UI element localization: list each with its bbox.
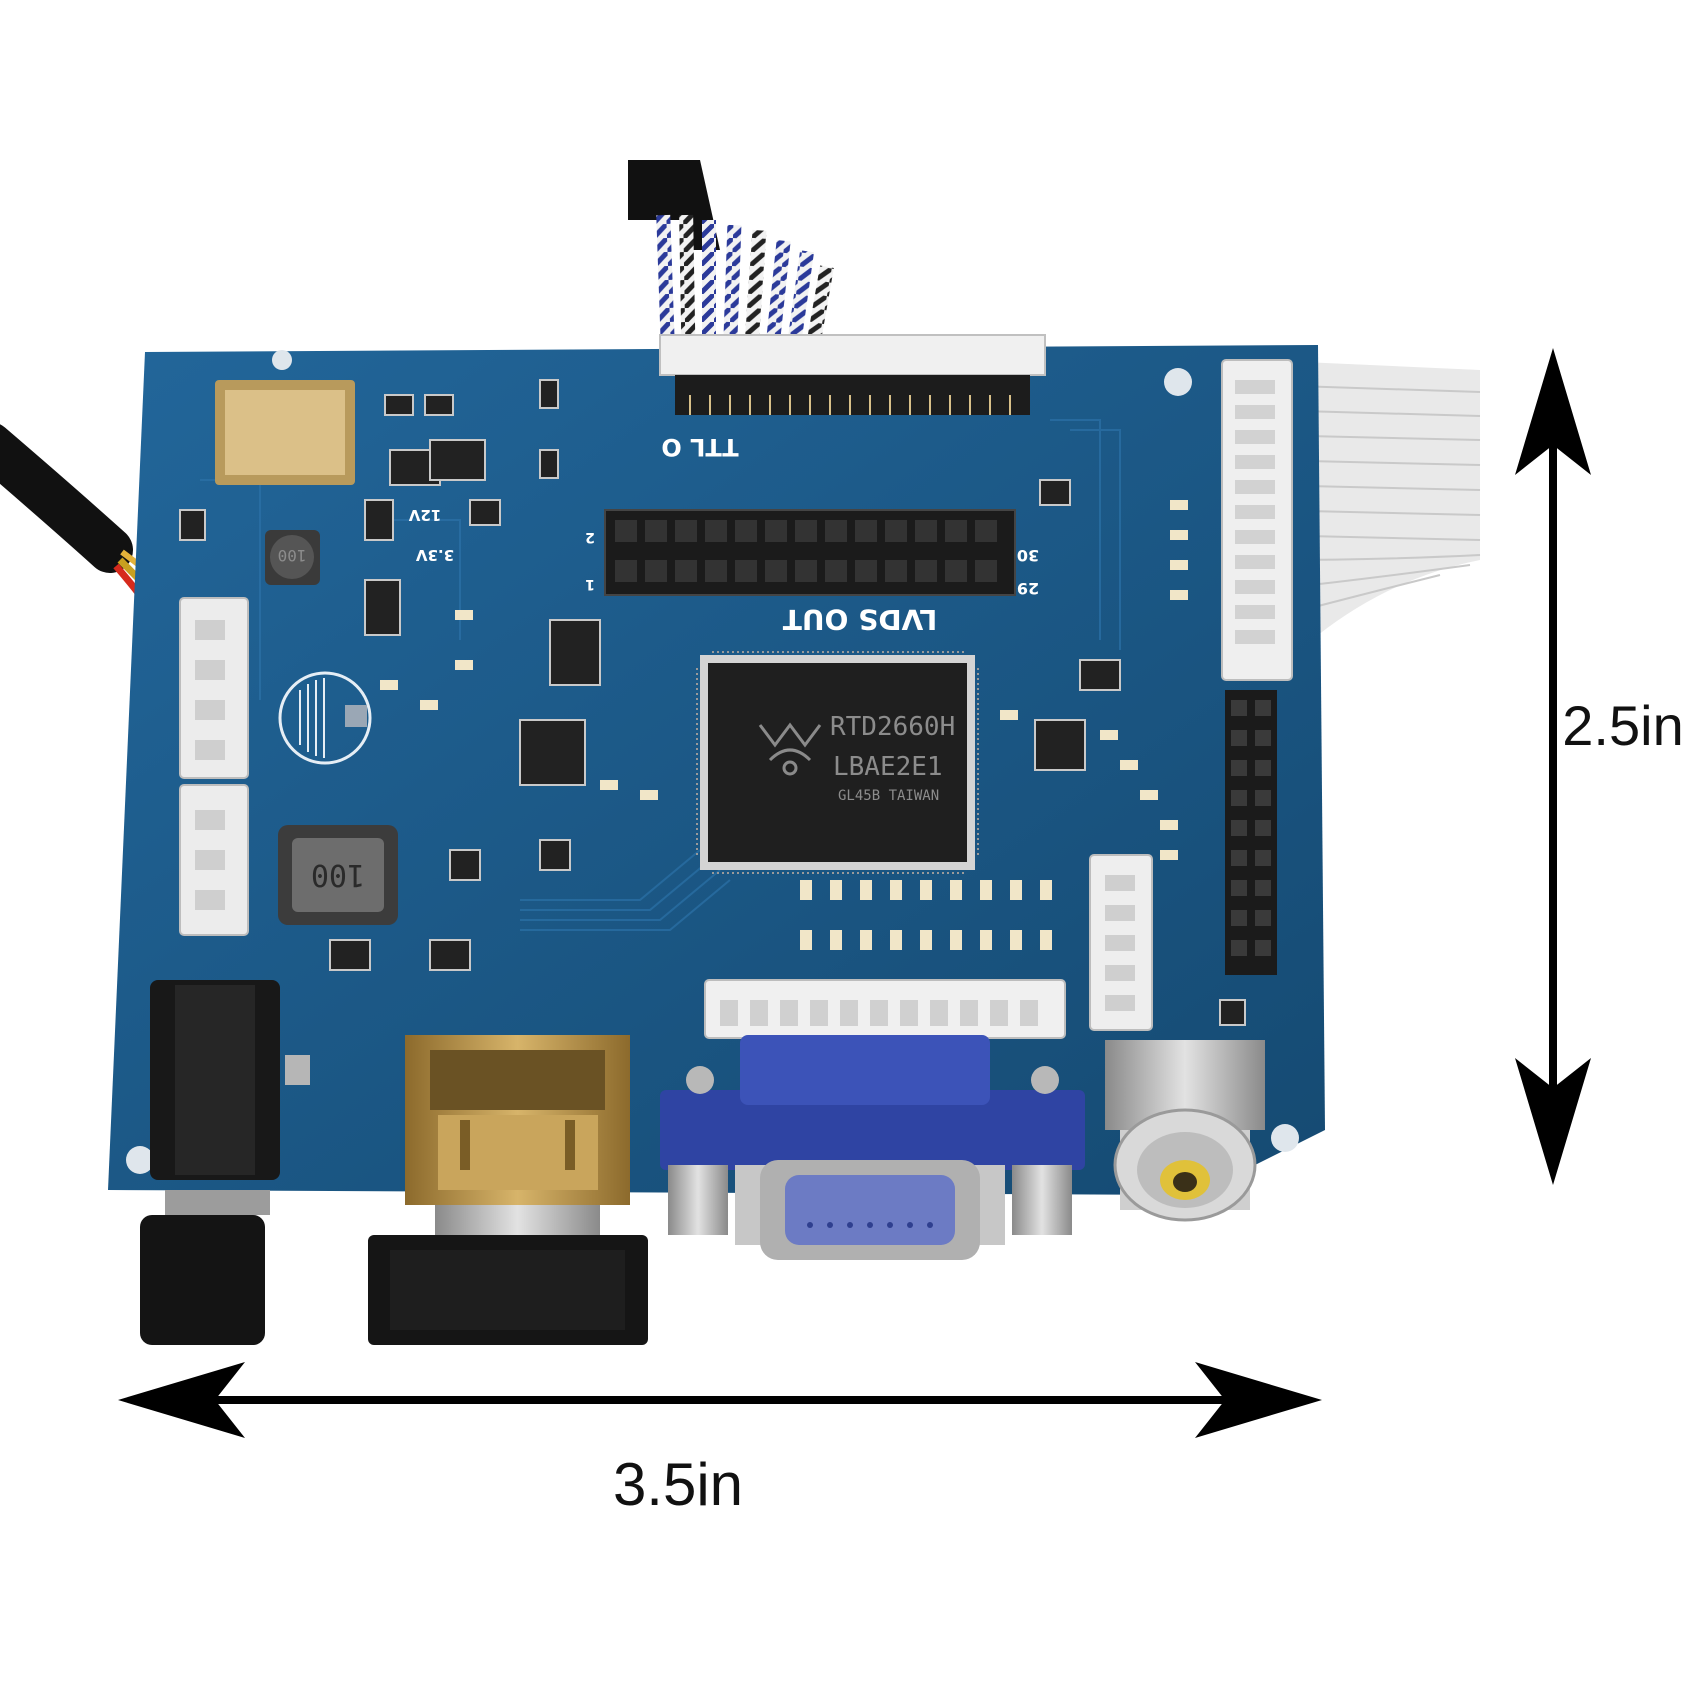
shielded-crystal xyxy=(215,380,355,485)
mounting-hole xyxy=(126,1146,154,1174)
height-dimension-label: 2.5in xyxy=(1562,694,1683,757)
silk-pin-29: 29 xyxy=(1017,579,1039,598)
height-dimension-arrow xyxy=(1515,348,1591,1185)
rca-av-jack xyxy=(1105,1040,1265,1222)
silk-33v: 3.3V xyxy=(416,546,455,564)
hdmi-port xyxy=(368,1035,648,1345)
mounting-hole xyxy=(1271,1124,1299,1152)
chip-part-number: RTD2660H xyxy=(830,712,955,742)
ttl-label: TTL O xyxy=(661,433,738,461)
silk-pin-2: 2 xyxy=(585,529,595,545)
dc-power-jack xyxy=(140,980,310,1345)
smd-components xyxy=(179,379,1246,1026)
chip-lot-code: LBAE2E1 xyxy=(833,752,943,782)
lvds-header xyxy=(604,509,1016,596)
small-jst-connector xyxy=(1089,854,1153,1031)
capacitor-footprint xyxy=(278,671,372,765)
small-inductor-label: 100 xyxy=(278,546,307,565)
mounting-hole xyxy=(1164,368,1192,396)
horizontal-jst-connector xyxy=(704,979,1066,1039)
ribbon-connector-housing xyxy=(1221,359,1293,681)
ttl-fpc-connector xyxy=(659,334,1046,415)
passive-components xyxy=(380,500,1188,950)
vga-port xyxy=(660,1035,1085,1260)
silk-pin-30: 30 xyxy=(1017,546,1039,565)
large-inductor-label: 100 xyxy=(311,857,365,892)
keypad-header xyxy=(1225,690,1277,975)
chip-origin: GL45B TAIWAN xyxy=(838,788,939,804)
left-jst-connectors xyxy=(179,597,249,936)
large-inductor: 100 xyxy=(278,825,398,925)
chip-maker-logo xyxy=(758,722,822,776)
main-scaler-chip: RTD2660H LBAE2E1 GL45B TAIWAN xyxy=(696,651,979,874)
width-dimension-label: 3.5in xyxy=(613,1451,743,1518)
lvds-out-label: LVDS OUT xyxy=(783,603,937,636)
width-dimension-arrow xyxy=(118,1362,1322,1438)
small-inductor: 100 xyxy=(265,530,320,585)
mounting-hole xyxy=(272,350,292,370)
silk-pin-1: 1 xyxy=(585,576,595,592)
silk-12v: 12V xyxy=(408,506,441,524)
